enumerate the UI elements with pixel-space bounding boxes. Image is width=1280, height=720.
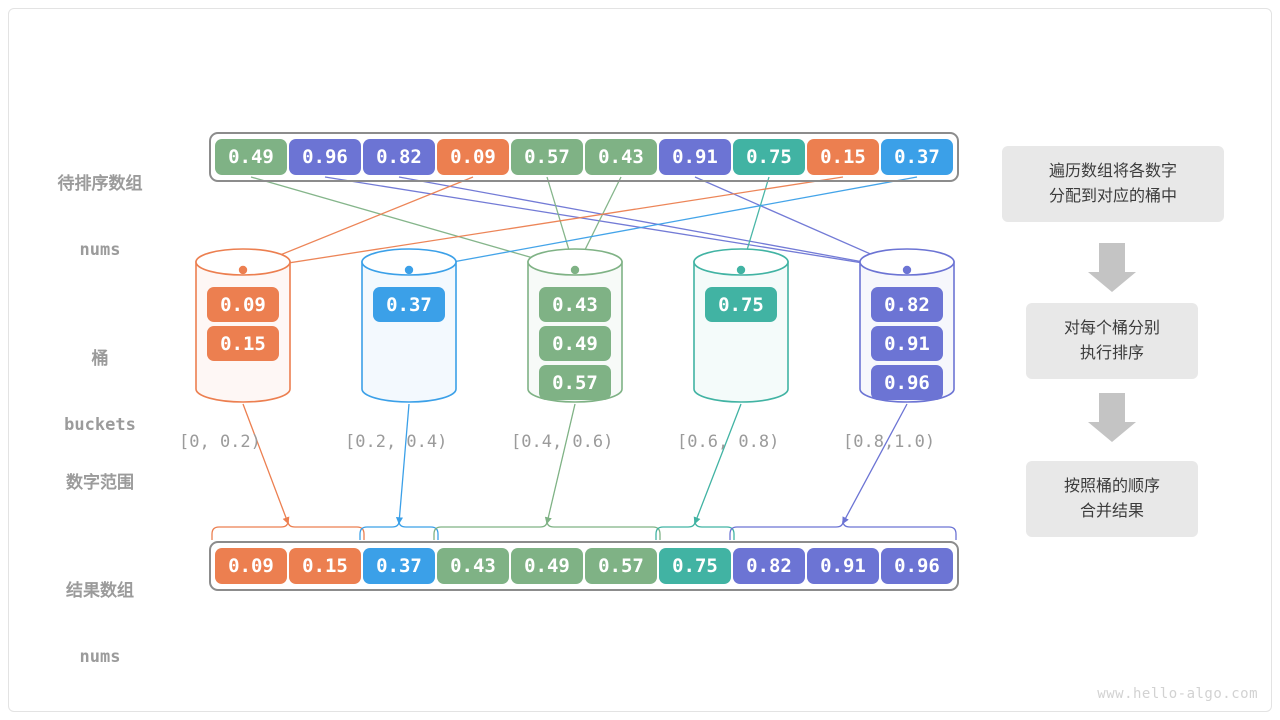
row-label-ranges-cn: 数字范围	[66, 473, 134, 494]
input-array-border	[209, 132, 959, 182]
result-group-brace-0	[211, 520, 365, 540]
bucket-to-result-arrow-0	[242, 403, 290, 525]
step-arrow-1	[1088, 393, 1136, 442]
result-array-cell: 0.82	[733, 548, 805, 584]
bucket-cylinder-1	[361, 248, 457, 403]
input-array-cell: 0.15	[807, 139, 879, 175]
connector-line-1	[324, 176, 908, 271]
row-label-input: 待排序数组 nums	[20, 130, 180, 305]
input-array-cell: 0.96	[289, 139, 361, 175]
row-label-result: 结果数组 nums	[20, 537, 180, 712]
watermark: www.hello-algo.com	[1097, 686, 1258, 702]
step-box-line: 分配到对应的桶中	[1048, 186, 1177, 205]
result-array-cell: 0.49	[511, 548, 583, 584]
bucket-to-result-arrow-1	[395, 403, 410, 525]
row-label-ranges: 数字范围	[20, 429, 180, 538]
bucket-item: 0.09	[207, 287, 279, 322]
result-array-cell: 0.09	[215, 548, 287, 584]
step-box-3: 按照桶的顺序合并结果	[1026, 461, 1198, 537]
row-label-buckets-en: buckets	[64, 415, 136, 436]
result-array-cell: 0.96	[881, 548, 953, 584]
bucket-item: 0.96	[871, 365, 943, 400]
row-label-input-en: nums	[79, 240, 121, 261]
step-box-line: 按照桶的顺序	[1063, 476, 1160, 496]
connector-line-0	[250, 176, 576, 271]
result-array-cell: 0.43	[437, 548, 509, 584]
result-array-cell: 0.91	[807, 548, 879, 584]
input-array-cell: 0.09	[437, 139, 509, 175]
row-label-result-cn: 结果数组	[66, 581, 134, 602]
result-group-brace-1	[359, 520, 439, 540]
step-box-line: 执行排序	[1079, 343, 1144, 362]
bucket-item: 0.15	[207, 326, 279, 361]
result-group-brace-4	[729, 520, 957, 540]
step-box-1: 遍历数组将各数字分配到对应的桶中	[1002, 146, 1224, 222]
input-array-cell: 0.37	[881, 139, 953, 175]
bucket-item: 0.75	[705, 287, 777, 322]
step-box-line: 合并结果	[1079, 501, 1144, 520]
bucket-range-label: [0, 0.2)	[179, 432, 261, 452]
connector-line-2	[398, 176, 908, 271]
result-array-cell: 0.37	[363, 548, 435, 584]
result-array-cell: 0.15	[289, 548, 361, 584]
bucket-cylinder-3	[693, 248, 789, 403]
bucket-to-result-arrow-2	[544, 403, 576, 525]
bucket-item: 0.37	[373, 287, 445, 322]
result-array-cell: 0.75	[659, 548, 731, 584]
bucket-item: 0.43	[539, 287, 611, 322]
result-array-cell: 0.57	[585, 548, 657, 584]
row-label-input-cn: 待排序数组	[57, 174, 143, 195]
row-label-buckets-cn: 桶	[91, 349, 109, 370]
connector-line-9	[408, 176, 918, 271]
bucket-to-result-arrow-3	[693, 403, 742, 525]
bucket-range-label: [0.2, 0.4)	[345, 432, 448, 452]
step-arrow-0	[1088, 243, 1136, 292]
bucket-range-label: [0.4, 0.6)	[511, 432, 614, 452]
step-box-line: 遍历数组将各数字	[1048, 161, 1177, 181]
row-label-buckets: 桶 buckets	[20, 305, 180, 480]
input-array-cell: 0.82	[363, 139, 435, 175]
bucket-range-label: [0.8,1.0)	[843, 432, 936, 452]
input-array-cell: 0.49	[215, 139, 287, 175]
result-group-brace-2	[433, 520, 661, 540]
bucket-item: 0.91	[871, 326, 943, 361]
bucket-item: 0.49	[539, 326, 611, 361]
result-array-border	[209, 541, 959, 591]
bucket-range-label: [0.6, 0.8)	[677, 432, 780, 452]
connector-line-8	[242, 176, 844, 271]
input-array-cell: 0.57	[511, 139, 583, 175]
row-label-result-en: nums	[79, 647, 121, 668]
input-array-cell: 0.75	[733, 139, 805, 175]
step-box-2: 对每个桶分别执行排序	[1026, 303, 1198, 379]
step-box-line: 对每个桶分别	[1063, 318, 1160, 338]
bucket-to-result-arrow-4	[842, 403, 908, 525]
bucket-item: 0.82	[871, 287, 943, 322]
bucket-item: 0.57	[539, 365, 611, 400]
input-array-cell: 0.91	[659, 139, 731, 175]
input-array-cell: 0.43	[585, 139, 657, 175]
result-group-brace-3	[655, 520, 735, 540]
